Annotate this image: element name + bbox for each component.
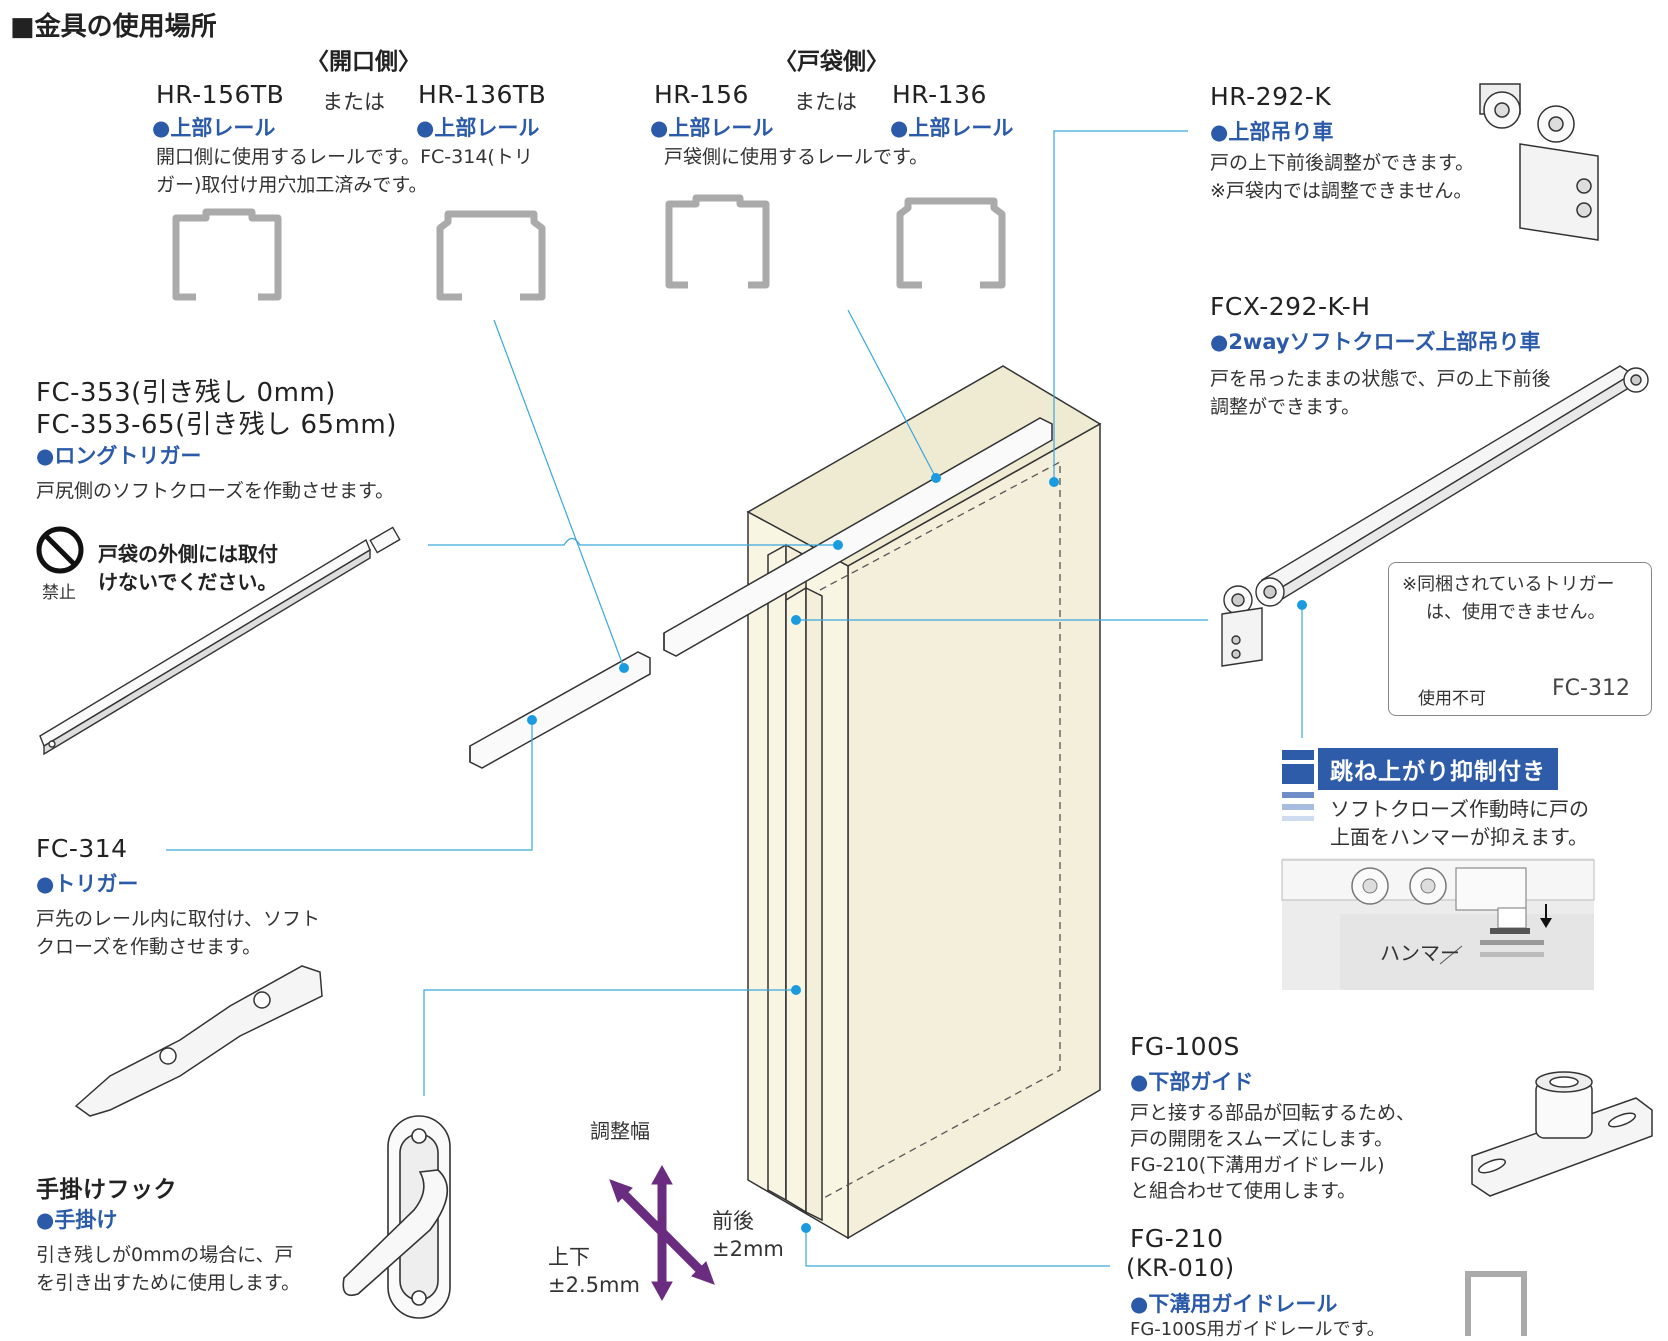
- prohibited-icon: [36, 526, 84, 574]
- guide-fg100s-illustration: [1471, 1071, 1653, 1197]
- model-hr292k: HR-292-K: [1210, 82, 1332, 111]
- feature-guide-rail: ●下溝用ガイドレール: [1130, 1292, 1338, 1316]
- model-kr010: (KR-010): [1126, 1254, 1235, 1282]
- adjust-arrows-icon: [609, 1164, 715, 1302]
- trigger-note-1: ※同梱されているトリガー: [1402, 574, 1615, 595]
- model-hr156: HR-156: [654, 80, 749, 109]
- feature-bottom-guide: ●下部ガイド: [1130, 1070, 1254, 1094]
- leader-lines: [166, 130, 1303, 1267]
- model-hr156tb: HR-156TB: [156, 80, 285, 109]
- fc314-desc-2: クローズを作動させます。: [36, 936, 262, 958]
- fg100s-desc-4: と組合わせて使用します。: [1130, 1180, 1357, 1202]
- feature-top-hanger: ●上部吊り車: [1210, 120, 1334, 144]
- rail-profile-hr156tb: [172, 208, 282, 301]
- rail-profile-hr136tb: [436, 210, 546, 301]
- fcx-desc-2: 調整ができます。: [1210, 396, 1361, 418]
- soft-close-hanger-illustration: [1221, 365, 1649, 667]
- feature-top-rail-a: ●上部レール: [152, 116, 276, 140]
- model-fc314: FC-314: [36, 834, 128, 863]
- model-fg210: FG-210: [1130, 1224, 1224, 1253]
- guide-rail-fg210-profile: [1465, 1271, 1527, 1336]
- model-fc353: FC-353(引き残し 0mm): [36, 378, 336, 408]
- model-fcx292kh: FCX-292-K-H: [1210, 292, 1371, 321]
- fc314-desc-1: 戸先のレール内に取付け、ソフト: [36, 908, 321, 930]
- fg210-desc: FG-100S用ガイドレールです。: [1130, 1319, 1385, 1340]
- bounce-desc-2: 上面をハンマーが抑えます。: [1330, 825, 1588, 849]
- warning-line-1: 戸袋の外側には取付: [98, 542, 278, 566]
- feature-top-rail-b: ●上部レール: [416, 116, 540, 140]
- trigger-note-box: [1388, 562, 1652, 716]
- warning-line-2: けないでください。: [98, 570, 278, 594]
- adjust-ud-label: 上下: [548, 1245, 590, 1269]
- leader-dots: [527, 473, 1307, 1233]
- opening-side-desc-1: 開口側に使用するレールです。FC-314(トリ: [156, 146, 533, 168]
- model-fc353-65: FC-353-65(引き残し 65mm): [36, 410, 397, 440]
- fcx-desc-1: 戸を吊ったままの状態で、戸の上下前後: [1210, 368, 1551, 390]
- hanger-hr292k-illustration: [1479, 83, 1599, 241]
- door-assembly: [469, 365, 1102, 1240]
- model-hand-hook: 手掛けフック: [36, 1177, 177, 1203]
- fg100s-desc-1: 戸と接する部品が回転するため、: [1130, 1102, 1416, 1124]
- feature-trigger: ●トリガー: [36, 872, 139, 896]
- hammer-detail-illustration: [1281, 858, 1595, 990]
- opening-side-desc-2: ガー)取付け用穴加工済みです。: [156, 174, 428, 196]
- rail-profile-hr136: [896, 197, 1006, 289]
- handle-desc-1: 引き残しが0mmの場合に、戸: [36, 1244, 294, 1266]
- adjust-title: 調整幅: [590, 1119, 650, 1143]
- adjust-ud-value: ±2.5mm: [548, 1273, 640, 1297]
- rail-profile-hr156: [665, 194, 770, 289]
- long-trigger-illustration: [39, 526, 401, 756]
- hr292k-desc-1: 戸の上下前後調整ができます。: [1210, 152, 1475, 174]
- bounce-badge: 跳ね上がり抑制付き: [1318, 748, 1558, 790]
- hr292k-desc-2: ※戸袋内では調整できません。: [1210, 180, 1473, 202]
- fc312-label: FC-312: [1552, 676, 1630, 701]
- hammer-label: ハンマー: [1380, 941, 1460, 965]
- bounce-desc-1: ソフトクローズ作動時に戸の: [1330, 797, 1589, 821]
- prohibit-label: 禁止: [42, 583, 76, 603]
- pocket-side-heading: 〈戸袋側〉: [774, 49, 889, 75]
- fg100s-desc-2: 戸の開閉をスムーズにします。: [1130, 1128, 1394, 1150]
- feature-soft-close-hanger: ●2wayソフトクローズ上部吊り車: [1210, 330, 1541, 354]
- fg100s-desc-3: FG-210(下溝用ガイドレール): [1130, 1154, 1385, 1176]
- badge-stripes: [1282, 750, 1314, 821]
- page-title: ■金具の使用場所: [10, 12, 217, 42]
- unusable-label: 使用不可: [1418, 689, 1486, 709]
- feature-long-trigger: ●ロングトリガー: [36, 444, 202, 468]
- feature-top-rail-c: ●上部レール: [650, 116, 774, 140]
- fc353-desc: 戸尻側のソフトクローズを作動させます。: [36, 480, 395, 502]
- opening-side-heading: 〈開口側〉: [306, 49, 421, 75]
- model-hr136: HR-136: [892, 80, 987, 109]
- trigger-note-2: は、使用できません。: [1426, 602, 1606, 623]
- feature-top-rail-d: ●上部レール: [890, 116, 1014, 140]
- model-fg100s: FG-100S: [1130, 1032, 1240, 1061]
- hand-hook-illustration: [342, 1115, 451, 1319]
- model-hr136tb: HR-136TB: [418, 80, 547, 109]
- handle-desc-2: を引き出すために使用します。: [36, 1272, 301, 1294]
- adjust-fb-label: 前後: [712, 1209, 754, 1233]
- pocket-side-desc: 戸袋側に使用するレールです。: [664, 146, 929, 168]
- trigger-fc314-illustration: [74, 965, 323, 1117]
- adjust-fb-value: ±2mm: [712, 1237, 784, 1261]
- or-label-2: または: [794, 90, 857, 114]
- or-label: または: [322, 90, 385, 114]
- feature-handle: ●手掛け: [36, 1208, 118, 1232]
